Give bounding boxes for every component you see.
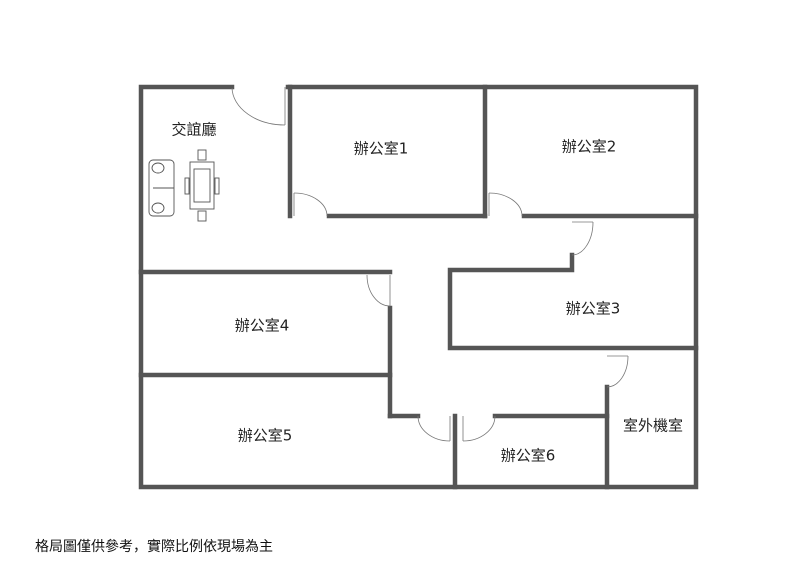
door-office4 (366, 274, 391, 307)
room-label-office3: 辦公室3 (565, 299, 621, 318)
room-label-office1: 辦公室1 (353, 139, 409, 158)
door-outdoor-unit-room (606, 355, 629, 388)
door-office5 (417, 415, 451, 442)
door-office3 (571, 221, 594, 256)
door-office2 (488, 192, 523, 217)
walls (138, 84, 699, 490)
room-label-office2: 辦公室2 (561, 137, 617, 156)
room-label-office5: 辦公室5 (237, 426, 293, 445)
door-lounge (231, 87, 286, 126)
door-office6 (462, 415, 496, 442)
sofa-icon (148, 159, 175, 217)
doors (231, 87, 629, 442)
room-label-outdoor-unit-room: 室外機室 (622, 416, 684, 435)
room-label-lounge: 交誼廳 (171, 120, 217, 139)
room-label-office4: 辦公室4 (234, 316, 290, 335)
room-label-office6: 辦公室6 (500, 446, 556, 465)
disclaimer-note: 格局圖僅供參考，實際比例依現場為主 (35, 539, 273, 555)
door-office1 (293, 192, 328, 217)
dining-table-icon (184, 149, 220, 222)
